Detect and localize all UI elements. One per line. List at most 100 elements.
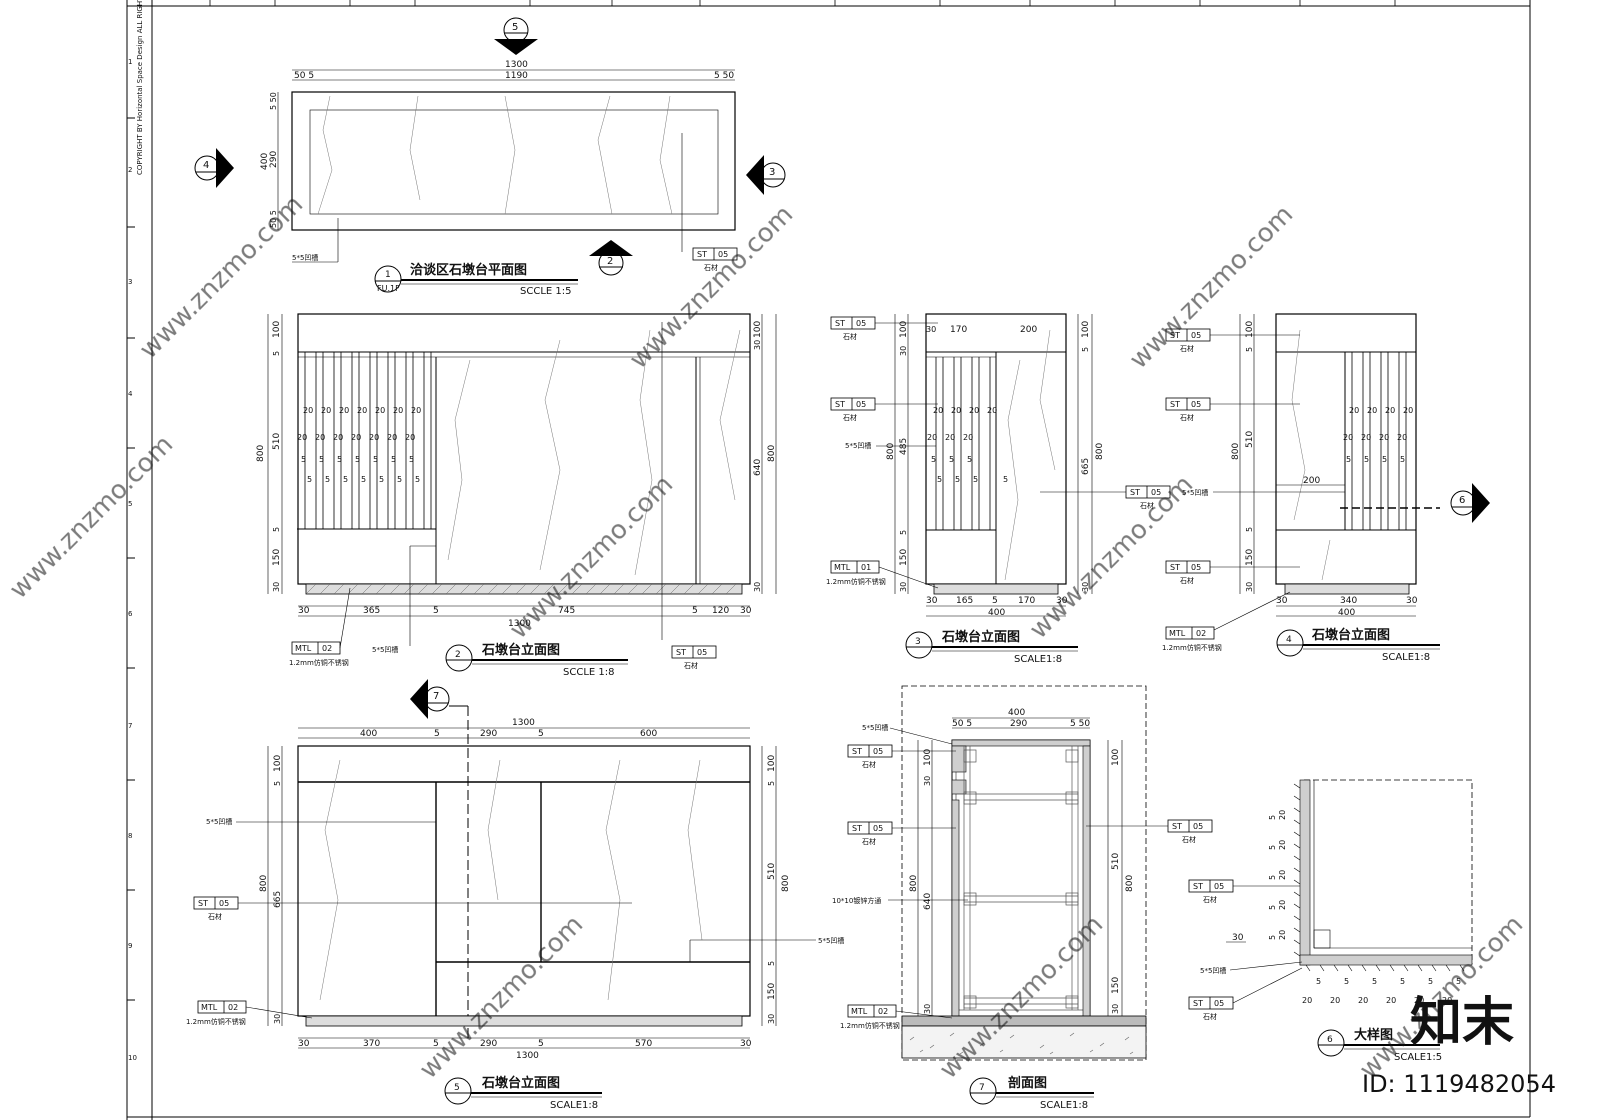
symbol-number: 5 (512, 22, 518, 33)
dim: 5 (307, 475, 312, 484)
dim: 20 (969, 406, 979, 415)
dim: 100 (753, 321, 763, 338)
tag-code: MTL (295, 644, 312, 653)
callout-text: 5*5凹槽 (862, 723, 888, 732)
dim: 665 (1081, 458, 1091, 475)
dim: 5 (967, 455, 972, 464)
tag-code: ST (1170, 400, 1180, 409)
dim: 20 (951, 406, 961, 415)
callout-groove: 5*5凹槽 (1182, 488, 1345, 497)
callout-groove: 5*5凹槽 (292, 218, 339, 263)
dim: 150 (767, 983, 777, 1000)
dim: 20 (1349, 406, 1359, 415)
watermark-site: www.znzmo.com (624, 200, 799, 375)
sheet-frame (126, 0, 1531, 1120)
view-6-detail: 5 5 5 5 5 20 20 20 20 20 20 20 20 20 20 … (1188, 779, 1473, 1063)
view-title: 洽谈区石墩台平面图 (410, 262, 527, 278)
dim: 5 (937, 475, 942, 484)
dim: 30 (1056, 596, 1068, 606)
tag-number: 05 (1214, 882, 1224, 891)
dim: 20 (1367, 406, 1377, 415)
dim: 1190 (505, 71, 528, 81)
dim: 20 (375, 406, 385, 415)
dim: 20 (927, 433, 937, 442)
dim: 5 (1456, 977, 1461, 986)
watermark-brand-logo: 知末 (1410, 993, 1514, 1053)
dim: 150 (1245, 549, 1255, 566)
row-number: 5 (128, 500, 132, 508)
dim: 30 (1406, 596, 1418, 606)
tag-number: 05 (1193, 822, 1203, 831)
tag-code: ST (1172, 822, 1182, 831)
tag-number: 02 (1196, 629, 1206, 638)
tag-material: 石材 (1180, 413, 1194, 422)
dim: 20 (1386, 996, 1396, 1005)
dim: 20 (405, 433, 415, 442)
dim: 30 (1276, 596, 1288, 606)
material-tag-st05: ST 05 石材 (671, 645, 717, 670)
tag-material: 1.2mm仿铜不锈钢 (826, 577, 886, 586)
dim: 5 (272, 527, 281, 532)
section-symbol-3: 3 (746, 155, 786, 195)
tag-number: 05 (1151, 488, 1161, 497)
detail-horizontal-dims: 20 20 20 20 20 20 5 5 5 5 5 5 (1302, 977, 1461, 1005)
dim: 30 (923, 776, 932, 786)
material-tag-st05: ST 05 石材 (1165, 397, 1300, 422)
dim: 400 (1338, 608, 1355, 618)
tag-code: MTL (1169, 629, 1186, 638)
dim: 30 (899, 582, 908, 592)
dim: 5 (272, 351, 281, 356)
tag-code: ST (1170, 331, 1180, 340)
material-tag-st05: ST 05 石材 (1040, 485, 1171, 510)
dim: 640 (923, 893, 933, 910)
view-2-elevation: 30 365 5 745 5 120 30 1300 800 100 5 510… (256, 313, 777, 678)
dim: 5 (1245, 347, 1254, 352)
row-number: 7 (128, 722, 132, 730)
dim: 30 (767, 1014, 776, 1024)
title-number: 6 (1327, 1035, 1333, 1045)
tag-number: 05 (1214, 999, 1224, 1008)
callout-groove: 5*5凹槽 (1200, 961, 1303, 975)
material-tag-st05: ST 05 石材 (847, 821, 956, 846)
dim: 30 (1245, 582, 1254, 592)
dim: 5 (361, 475, 366, 484)
dim: 30 (1111, 1004, 1120, 1014)
dim: 20 (393, 406, 403, 415)
tag-code: ST (198, 899, 208, 908)
tag-code: ST (835, 400, 845, 409)
dim: 20 (1343, 433, 1353, 442)
tag-number: 05 (873, 747, 883, 756)
dim: 20 (351, 433, 361, 442)
dim: 5 (1268, 875, 1277, 880)
dim: 100 (899, 321, 909, 338)
dim: 5 (397, 475, 402, 484)
view-scale: SCALE1:5 (1394, 1052, 1442, 1063)
tag-number: 05 (1191, 331, 1201, 340)
tag-code: MTL (834, 563, 851, 572)
dim: 20 (1361, 433, 1371, 442)
watermark-site: www.znzmo.com (134, 190, 309, 365)
dim: 20 (1379, 433, 1389, 442)
view-scale: SCCLE 1:8 (563, 667, 614, 678)
watermark-id: ID: 1119482054 (1362, 1070, 1556, 1098)
view-title: 剖面图 (1008, 1075, 1047, 1091)
view-1-plan: 1300 1190 50 5 5 50 400 290 5 50 50 5 5 … (194, 17, 786, 297)
dim: 5 (355, 455, 360, 464)
tag-code: ST (1170, 563, 1180, 572)
tag-material: 石材 (1140, 501, 1154, 510)
row-number: 6 (128, 610, 133, 618)
dim: 30 (1081, 582, 1090, 592)
material-tag-st05: ST 05 石材 (1086, 819, 1213, 844)
view-title: 石墩台立面图 (1311, 627, 1390, 643)
dim: 200 (1303, 476, 1320, 486)
top-ticks (209, 0, 1396, 6)
view-scale: SCALE1:8 (1014, 654, 1062, 665)
steel-tube-frame (963, 746, 1079, 1010)
tag-material: 石材 (862, 760, 876, 769)
dim: 400 (260, 153, 270, 170)
view-1-title: 1 FU.1F 洽谈区石墩台平面图 SCCLE 1:5 (374, 262, 578, 297)
row-number: 9 (128, 942, 132, 950)
dim: 5 (415, 475, 420, 484)
dim: 20 (933, 406, 943, 415)
